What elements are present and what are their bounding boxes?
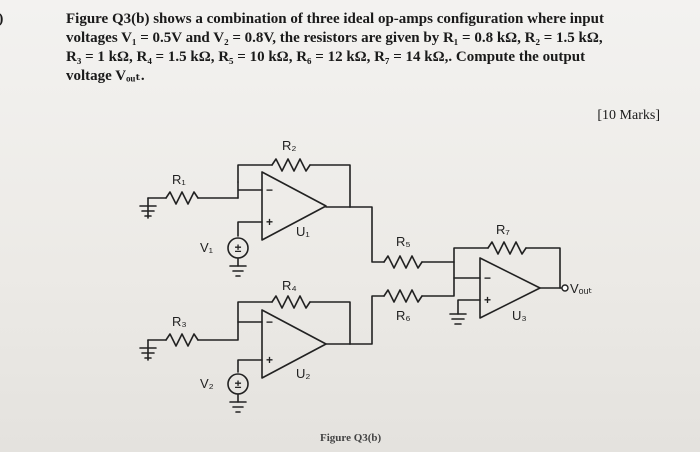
output-terminal xyxy=(561,284,569,292)
wire-u2-plus xyxy=(237,359,263,373)
wire-r3-node xyxy=(197,321,263,341)
question-line-3: R₃ = 1 kΩ, R₄ = 1.5 kΩ, R₅ = 10 kΩ, R₆ =… xyxy=(66,49,586,65)
question-line-1: b)Figure Q3(b) shows a combination of th… xyxy=(0,10,678,29)
resistor-r3 xyxy=(165,333,199,347)
v1-sign: ± xyxy=(235,241,242,255)
ground-3 xyxy=(139,339,157,361)
ground-v1 xyxy=(229,265,247,277)
label-v1: V₁ xyxy=(200,240,214,255)
label-u2: U₂ xyxy=(296,366,310,381)
wire-r5-r6-node xyxy=(421,261,455,297)
label-u1: U₁ xyxy=(296,224,310,239)
question-text: b)Figure Q3(b) shows a combination of th… xyxy=(0,10,678,86)
opamp-u1 xyxy=(261,171,327,241)
label-u3: U₃ xyxy=(512,308,527,323)
wire-u1-to-r5 xyxy=(349,206,385,263)
wire-u2-to-r6 xyxy=(349,295,385,345)
wire-u1-plus xyxy=(237,221,263,237)
marks-label: [10 Marks] xyxy=(597,108,660,123)
opamp-u3 xyxy=(479,257,541,319)
label-r7: R₇ xyxy=(496,222,510,237)
resistor-r1 xyxy=(165,191,199,205)
question-label: b) xyxy=(0,10,66,29)
wire-u3-plus xyxy=(457,299,481,315)
ground-v2 xyxy=(229,401,247,413)
label-r1: R₁ xyxy=(172,172,186,187)
question-line-1-text: Figure Q3(b) shows a combination of thre… xyxy=(66,11,604,27)
v2-sign: ± xyxy=(235,377,242,391)
resistor-r5 xyxy=(383,255,423,269)
label-v2: V₂ xyxy=(200,376,214,391)
figure-caption: Figure Q3(b) xyxy=(320,432,382,444)
wire-r4-right xyxy=(309,301,351,345)
label-r4: R₄ xyxy=(282,278,297,293)
wire-r7-right xyxy=(525,247,561,289)
resistor-r2 xyxy=(271,158,311,172)
wire-r7-left xyxy=(453,247,489,263)
opamp-u2 xyxy=(261,309,327,379)
ground-u3 xyxy=(449,313,467,325)
u1-minus-sign: − xyxy=(266,183,273,197)
wire-r2-right xyxy=(309,164,351,208)
label-r5: R₅ xyxy=(396,234,411,249)
wire-r2-left xyxy=(237,164,273,183)
label-r6: R₆ xyxy=(396,308,411,323)
wire-node-u1-minus xyxy=(237,181,263,199)
u1-plus-sign: + xyxy=(266,215,273,229)
question-line-4: voltage Vₒᵤₜ. xyxy=(66,68,145,84)
wire-r4-left xyxy=(237,301,273,323)
u2-plus-sign: + xyxy=(266,353,273,367)
resistor-r7 xyxy=(487,241,527,255)
ground-1 xyxy=(139,197,157,219)
u2-minus-sign: − xyxy=(266,315,273,329)
resistor-r4 xyxy=(271,295,311,309)
label-r2: R₂ xyxy=(282,138,296,153)
label-vout: Vₒᵤₜ xyxy=(570,281,593,296)
u3-minus-sign: − xyxy=(484,271,491,285)
question-line-2: voltages V₁ = 0.5V and V₂ = 0.8V, the re… xyxy=(66,30,603,46)
label-r3: R₃ xyxy=(172,314,187,329)
resistor-r6 xyxy=(383,289,423,303)
u3-plus-sign: + xyxy=(484,293,491,307)
